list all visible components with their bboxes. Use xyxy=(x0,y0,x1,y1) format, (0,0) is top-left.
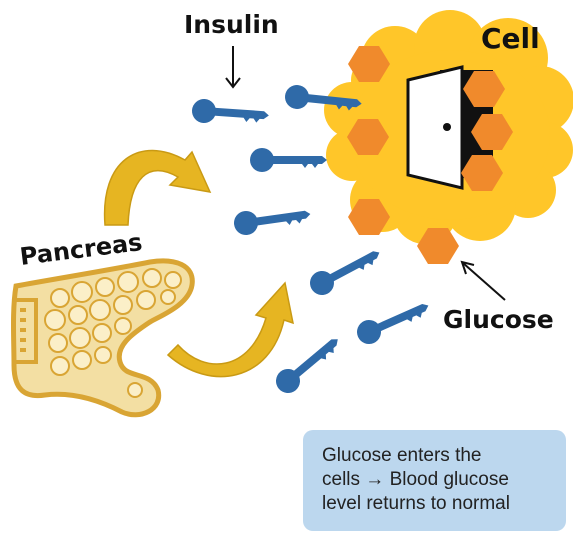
insulin-key-icon xyxy=(271,330,346,398)
glucose-label: Glucose xyxy=(443,305,554,334)
insulin-key-icon xyxy=(353,294,434,348)
pancreas-release-arrow-lower xyxy=(166,281,294,378)
insulin-pointer-arrow xyxy=(225,46,241,89)
pancreas-icon xyxy=(11,258,195,418)
note-line: Glucose enters the xyxy=(322,445,482,466)
note-line: level returns to normal xyxy=(322,493,510,514)
glucose-pointer-arrow xyxy=(460,260,506,301)
pancreas-release-arrow-upper xyxy=(103,149,212,226)
cell-label: Cell xyxy=(481,22,540,55)
insulin-key-icon xyxy=(305,241,386,300)
insulin-key-icon xyxy=(191,98,270,128)
note-line: cells → Blood glucose xyxy=(322,469,509,490)
insulin-key-icon xyxy=(250,148,327,172)
insulin-label: Insulin xyxy=(184,10,279,39)
explanation-note: Glucose enters the cells → Blood glucose… xyxy=(303,430,566,531)
insulin-key-icon xyxy=(232,202,313,237)
